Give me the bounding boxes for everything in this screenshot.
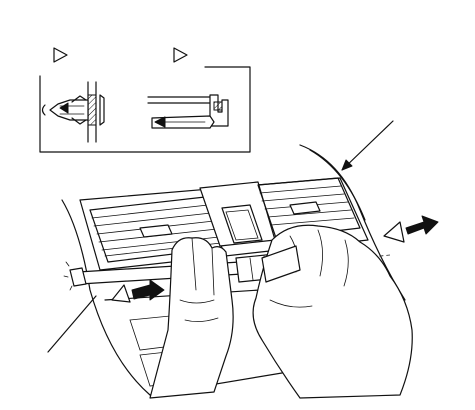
left-air-vent: [89, 196, 223, 263]
right-vent-knob: [289, 201, 321, 215]
right-hand: [252, 224, 413, 399]
right-air-vent: [257, 177, 361, 239]
protective-tape: [69, 267, 87, 287]
main-view: [47, 120, 439, 399]
hazard-switch: [221, 204, 263, 244]
pull-out-direction-arrow: [383, 215, 439, 243]
dashboard-left-edge: [61, 199, 151, 396]
triangle-view-marker: [383, 221, 405, 243]
triangle-view-marker: [173, 47, 188, 63]
left-vent-knob: [139, 224, 173, 238]
clip-arrow-icon: [59, 102, 69, 114]
detail-panel: [39, 47, 251, 153]
leader-arrowhead-icon: [341, 159, 353, 171]
claw-arrow-icon: [154, 116, 166, 128]
right-thumb: [261, 245, 301, 283]
clip-side-view: [41, 81, 105, 143]
detail-panel-frame: [39, 66, 251, 153]
pry-direction-arrow: [111, 279, 165, 303]
triangle-view-marker: [53, 47, 68, 63]
left-hand: [149, 237, 234, 399]
tool-leader-line: [47, 295, 97, 353]
claw-side-view: [147, 94, 229, 129]
dashboard-right-edge: [299, 144, 406, 301]
triangle-view-marker: [111, 284, 131, 303]
panel-leader-line: [341, 120, 394, 171]
